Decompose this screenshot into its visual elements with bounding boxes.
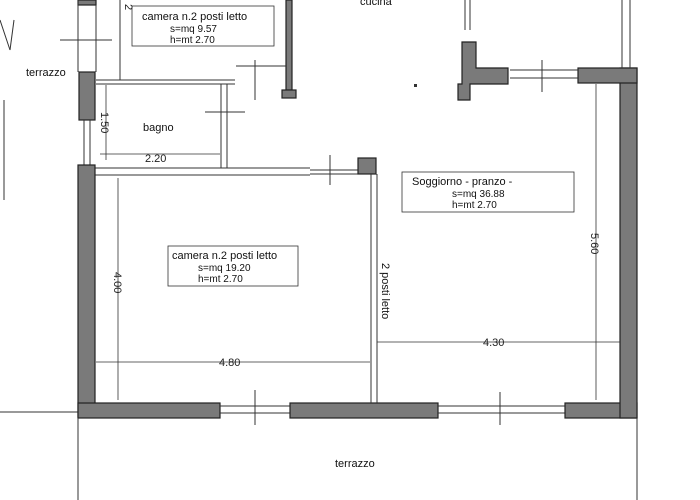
bedroom-large-height: h=mt 2.70 <box>198 274 243 285</box>
bedroom-small-height: h=mt 2.70 <box>170 35 215 46</box>
dim-bedroom-height: 4.00 <box>111 272 123 293</box>
wall <box>281 89 297 99</box>
terrace-left-label: terrazzo <box>26 67 66 79</box>
wall <box>77 164 96 418</box>
dim-top-left: 2 <box>122 4 134 10</box>
bedroom-small-area: s=mq 9.57 <box>170 24 217 35</box>
bathroom-label: bagno <box>143 122 174 134</box>
column <box>457 41 509 101</box>
wall <box>619 67 638 419</box>
dim-bath-width: 2.20 <box>145 153 166 165</box>
kitchen-label: cucina <box>360 0 393 8</box>
living-name: Soggiorno - pranzo - <box>412 176 513 188</box>
living-box <box>401 171 575 213</box>
wall <box>77 0 97 6</box>
edge-mark <box>9 19 15 51</box>
wall <box>78 71 96 121</box>
dim-bath-height: 1.50 <box>98 112 110 133</box>
bedroom-large-name: camera n.2 posti letto <box>172 250 277 262</box>
sofa-bed-label: 2 posti letto <box>379 263 391 319</box>
bedroom-large-area: s=mq 19.20 <box>198 263 251 274</box>
wall <box>285 0 293 91</box>
wall <box>357 157 377 175</box>
living-height: h=mt 2.70 <box>452 200 497 211</box>
wall <box>577 67 638 84</box>
edge-mark <box>0 19 11 51</box>
dim-bedroom-width: 4.80 <box>219 357 240 369</box>
dim-living-height: 5.60 <box>588 233 600 254</box>
wall <box>289 402 439 419</box>
bedroom-small-name: camera n.2 posti letto <box>142 11 247 23</box>
point-mark <box>414 84 417 87</box>
bedroom-large-box <box>167 245 299 287</box>
terrace-bottom-label: terrazzo <box>335 458 375 470</box>
wall <box>77 402 221 419</box>
living-area: s=mq 36.88 <box>452 189 505 200</box>
bedroom-small-box <box>131 5 275 47</box>
dim-living-width: 4.30 <box>483 337 504 349</box>
